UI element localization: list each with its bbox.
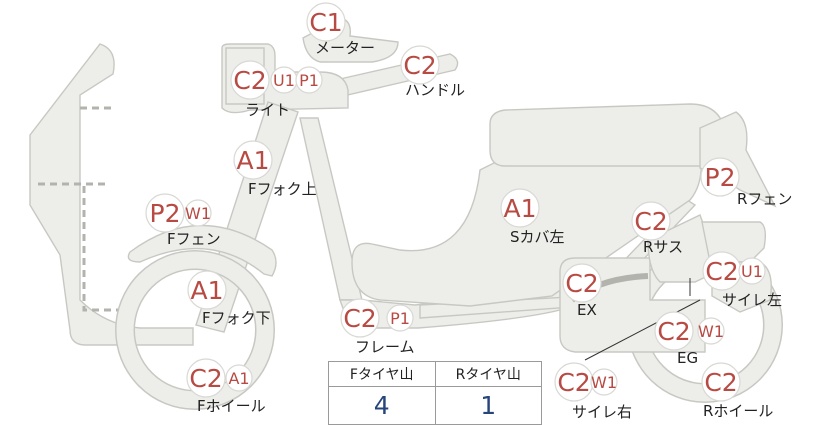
part-label-silencer-right: サイレ右: [572, 403, 632, 421]
part-label-ffork-upper: Fフォク上: [248, 180, 317, 198]
grade-bubble: [700, 157, 740, 197]
part-label-ex: EX: [577, 301, 597, 319]
grade-bubble: [225, 364, 253, 392]
eg-leader-line: [584, 299, 701, 361]
grade-bubble: [386, 304, 414, 332]
grade-u1: U1: [273, 71, 295, 90]
grade-u1: U1: [741, 262, 763, 281]
grade-p1: P1: [390, 309, 410, 328]
part-label-ffork-lower: Fフォク下: [202, 309, 271, 327]
grade-a1: A1: [190, 276, 223, 305]
part-label-handle: ハンドル: [405, 81, 465, 99]
grade-bubble: [562, 263, 602, 303]
front-tire-header: Fタイヤ山: [328, 361, 436, 387]
part-label-rfender: Rフェン: [737, 190, 792, 208]
grade-c2: C2: [343, 304, 376, 333]
grade-bubble: [400, 45, 440, 85]
grade-bubble: [184, 199, 212, 227]
grade-a1: A1: [228, 369, 249, 388]
grade-a1: A1: [503, 194, 536, 223]
grade-c1: C1: [309, 8, 342, 37]
grade-bubble: [738, 257, 766, 285]
grade-c2: C2: [189, 364, 222, 393]
grade-w1: W1: [185, 204, 211, 223]
grade-a1: A1: [236, 146, 269, 175]
part-label-meter: メーター: [315, 39, 375, 57]
part-frame: C2 P1 フレーム: [340, 298, 415, 356]
grade-bubble: [654, 311, 694, 351]
grade-bubble: [697, 317, 725, 345]
grade-bubble: [701, 362, 741, 402]
grade-c2: C2: [403, 51, 436, 80]
grade-c2: C2: [634, 207, 667, 236]
grade-bubble: [295, 66, 323, 94]
grade-bubble: [306, 2, 346, 42]
part-label-ffender: Fフェン: [167, 230, 221, 248]
part-label-rwheel: Rホイール: [703, 402, 773, 420]
part-label-eg: EG: [677, 349, 698, 367]
part-meter: C1 メーター: [306, 2, 375, 57]
part-label-rsus: Rサス: [643, 238, 683, 256]
part-label-silencer-left: サイレ左: [722, 291, 782, 309]
grade-bubble: [145, 193, 185, 233]
grade-c2: C2: [705, 257, 738, 286]
grade-p2: P2: [705, 163, 736, 192]
grade-bubble: [340, 298, 380, 338]
grade-bubble: [186, 358, 226, 398]
grade-w1: W1: [591, 373, 617, 392]
grade-bubble: [500, 188, 540, 228]
grade-bubble: [631, 201, 671, 241]
part-label-frame: フレーム: [355, 338, 415, 356]
grade-c2: C2: [557, 368, 590, 397]
grade-bubble: [590, 368, 618, 396]
grade-bubble: [233, 140, 273, 180]
grade-bubble: [230, 60, 270, 100]
front-fender: [127, 224, 277, 277]
rear-tire-header: Rタイヤ山: [434, 361, 542, 387]
grade-c2: C2: [565, 269, 598, 298]
front-tire-value: 4: [328, 386, 436, 425]
grade-c2: C2: [233, 66, 266, 95]
seat: [489, 103, 727, 167]
rear-tire-value: 1: [434, 386, 542, 425]
front-wheel-rim: [116, 251, 274, 409]
tire-tread-table: Fタイヤ山 Rタイヤ山 4 1: [328, 361, 542, 425]
grade-c2: C2: [657, 317, 690, 346]
grade-w1: W1: [698, 322, 724, 341]
part-label-light: ライト: [245, 101, 290, 119]
part-label-scover-left: Sカバ左: [510, 228, 565, 246]
grade-p2: P2: [150, 199, 181, 228]
grade-c2: C2: [704, 368, 737, 397]
grade-bubble: [187, 270, 227, 310]
grade-p1: P1: [299, 71, 319, 90]
part-label-fwheel: Fホイール: [197, 397, 266, 415]
